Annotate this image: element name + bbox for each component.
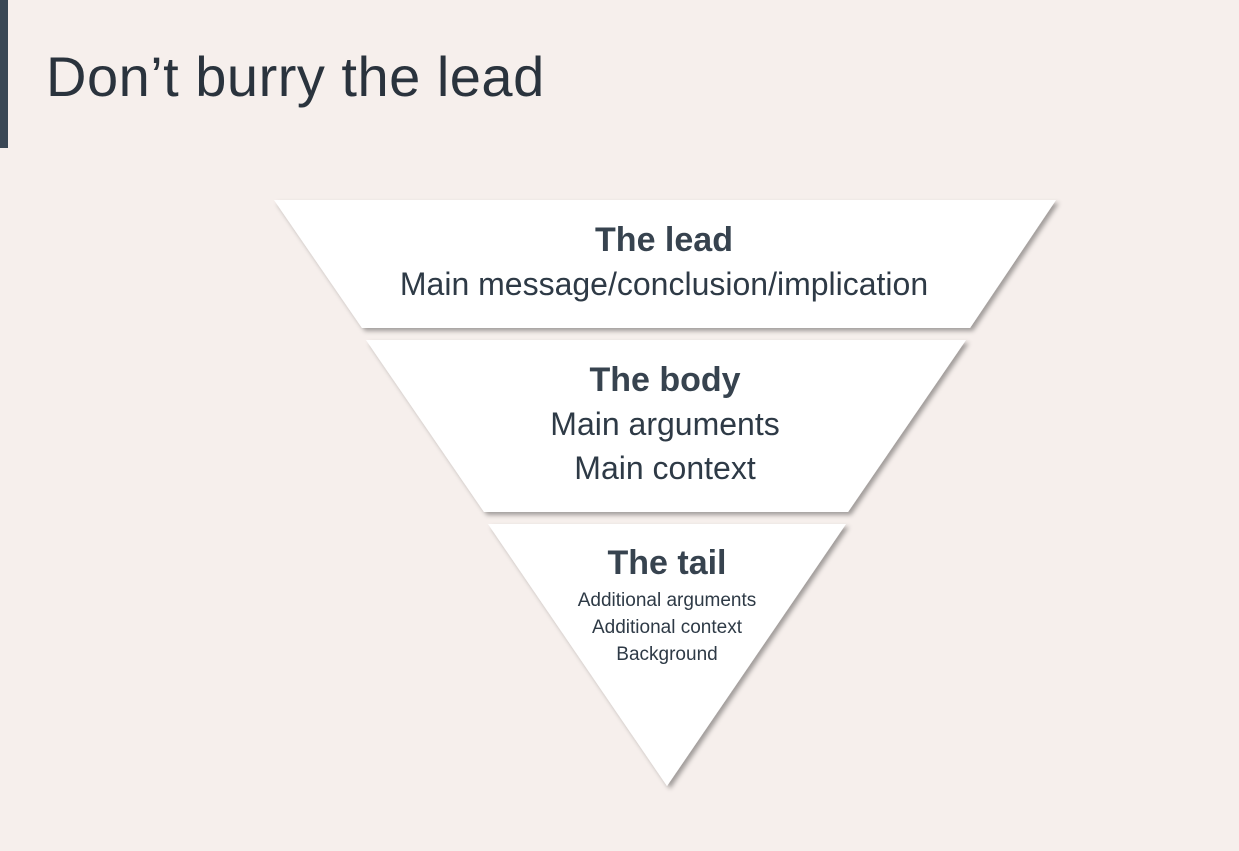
tail-line: Background bbox=[616, 644, 718, 665]
pyramid-level-body bbox=[366, 340, 966, 512]
body-heading: The body bbox=[589, 361, 741, 399]
pyramid-level-tail bbox=[488, 524, 846, 786]
tail-text: The tail Additional arguments Additional… bbox=[578, 541, 757, 668]
tail-line: Additional arguments bbox=[577, 590, 757, 611]
tail-heading: The tail bbox=[607, 544, 727, 582]
lead-heading: The lead bbox=[595, 221, 733, 259]
tail-line: Additional context bbox=[592, 617, 742, 638]
lead-text: The lead Main message/conclusion/implica… bbox=[400, 218, 928, 306]
body-line: Main arguments bbox=[550, 406, 780, 442]
pyramid-level-lead bbox=[274, 200, 1056, 328]
slide-title: Don’t burry the lead bbox=[46, 45, 545, 108]
body-text: The body Main arguments Main context bbox=[550, 358, 779, 490]
title-accent-bar bbox=[0, 0, 8, 148]
body-line: Main context bbox=[574, 450, 756, 486]
lead-line: Main message/conclusion/implication bbox=[399, 266, 929, 302]
